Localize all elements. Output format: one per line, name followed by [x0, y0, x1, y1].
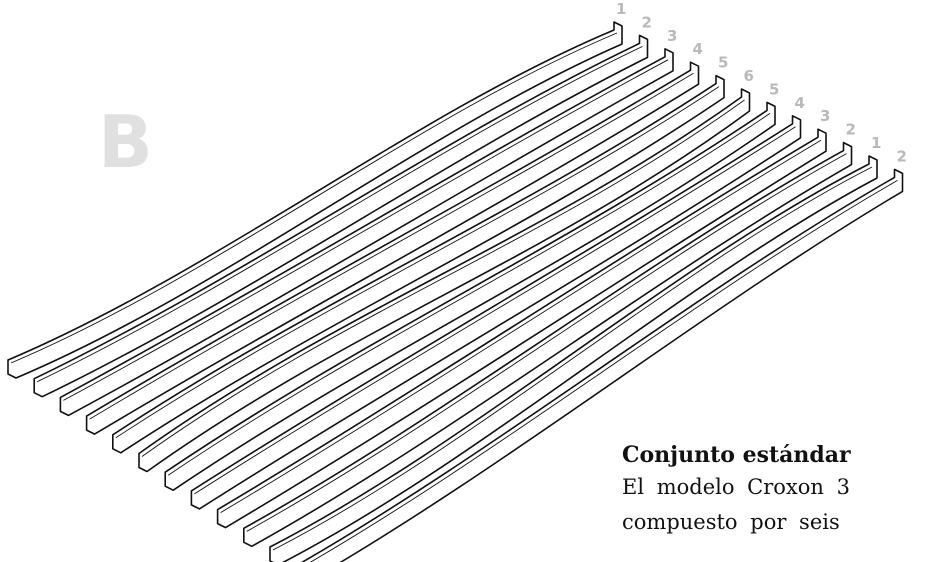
slat-number-label: 5	[718, 54, 728, 72]
section-letter: B	[98, 100, 153, 184]
slat	[300, 168, 904, 562]
slat-number-label: 4	[795, 94, 805, 112]
slat-number-label: 2	[642, 13, 652, 31]
slat-number-label: 5	[769, 80, 779, 98]
slat-body	[243, 141, 853, 548]
slat-stack	[7, 21, 904, 562]
slat-body	[85, 61, 700, 435]
slat	[269, 155, 878, 562]
slat-groove	[309, 180, 898, 562]
slat	[85, 61, 700, 435]
caption-title: Conjunto estándar	[622, 442, 851, 468]
slat-body	[300, 168, 904, 562]
slat-body	[112, 74, 725, 454]
slat	[138, 88, 751, 473]
slat-number-label: 2	[897, 147, 907, 165]
caption-line-1: El modelo Croxon 3	[622, 475, 850, 499]
slat	[59, 48, 674, 417]
slat	[164, 101, 776, 491]
slat-body	[33, 34, 649, 398]
slat	[33, 34, 649, 398]
slat-groove	[37, 45, 643, 383]
caption-line-2: compuesto por seis	[622, 510, 840, 534]
slat-groove	[167, 113, 771, 476]
slat	[7, 21, 623, 379]
slat-body	[269, 155, 878, 562]
slat	[112, 74, 725, 454]
slat-groove	[220, 139, 822, 513]
slat-body	[7, 21, 623, 379]
slat-groove	[272, 166, 873, 551]
slat-groove	[89, 72, 694, 420]
slat-body	[190, 115, 802, 510]
slat-number-label: 2	[846, 121, 856, 139]
slat-body	[164, 101, 776, 491]
slat-number-label: 6	[744, 67, 754, 85]
slat-groove	[246, 153, 847, 532]
slat	[216, 128, 827, 529]
caption-block: Conjunto estándar El modelo Croxon 3 com…	[622, 440, 926, 540]
slat-number-label: 3	[820, 107, 830, 125]
slat-groove	[10, 32, 618, 364]
slat-groove	[115, 86, 720, 439]
slat-groove	[194, 126, 796, 495]
slat-groove	[141, 99, 745, 457]
slat-number-label: 4	[693, 40, 703, 58]
slat-groove	[63, 59, 669, 401]
slat-number-label: 3	[667, 27, 677, 45]
slat-body	[138, 88, 751, 473]
slat-body	[216, 128, 827, 529]
slat-number-label: 1	[616, 0, 626, 18]
slat-number-label: 1	[871, 134, 881, 152]
slat-body	[59, 48, 674, 417]
slat	[243, 141, 853, 548]
slat	[190, 115, 802, 510]
